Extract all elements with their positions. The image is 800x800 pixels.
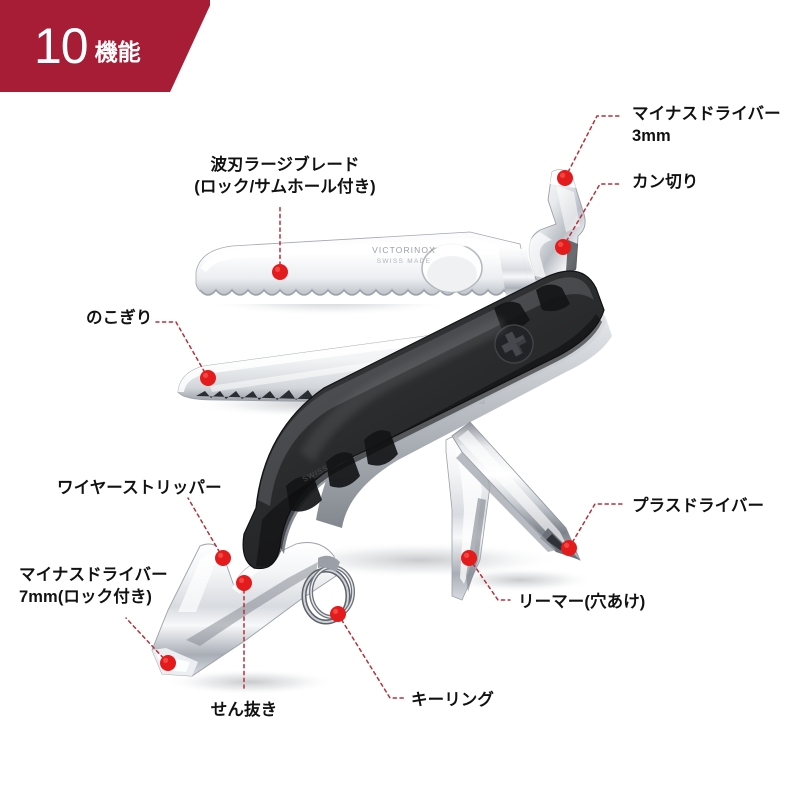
callout-label-saw: のこぎり xyxy=(86,309,153,327)
phillips-screwdriver-tool xyxy=(451,421,581,561)
callout-label-large-serrated-blade: 波刃ラージブレード (ロック/サムホール付き) xyxy=(194,156,376,196)
callout-label-flathead-7mm: マイナスドライバー 7mm(ロック付き) xyxy=(19,566,168,606)
ribbon-shape xyxy=(0,0,210,92)
callout-label-phillips-screwdriver: プラスドライバー xyxy=(632,497,765,515)
callout-label-can-opener: カン切り xyxy=(632,173,699,191)
callout-label-bottle-opener: せん抜き xyxy=(210,701,278,719)
blade-origin-etch: SWISS MADE xyxy=(377,258,432,265)
swiss-cross-emblem xyxy=(494,324,534,364)
callout-label-key-ring: キーリング xyxy=(411,691,494,709)
feature-count-ribbon: 10 機能 xyxy=(0,0,210,92)
blade-brand-etch: VICTORINOX xyxy=(372,245,436,255)
knife-handle: SWISS xyxy=(242,270,606,570)
callout-label-wire-stripper: ワイヤーストリッパー xyxy=(57,479,222,497)
ribbon-unit-label: 機能 xyxy=(94,38,141,65)
ribbon-number: 10 xyxy=(34,18,89,74)
callout-label-flathead-3mm: マイナスドライバー 3mm xyxy=(632,105,781,145)
callout-label-reamer-punch: リーマー(穴あけ) xyxy=(518,593,646,611)
key-ring xyxy=(301,555,355,625)
large-blade-tool: VICTORINOX SWISS MADE xyxy=(195,231,538,304)
